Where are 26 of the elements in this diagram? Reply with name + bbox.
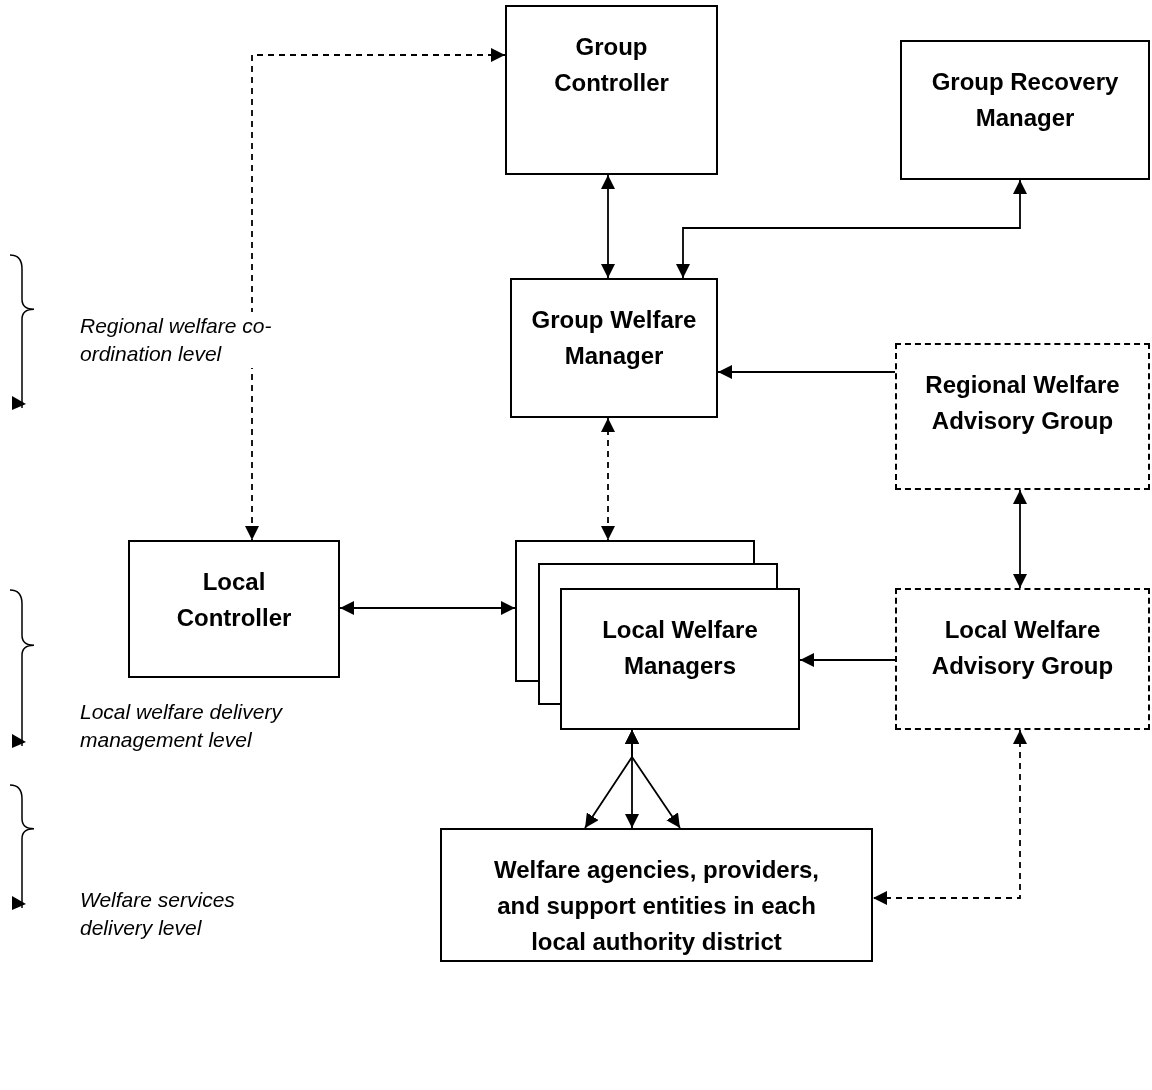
- connector-arrow: [676, 179, 1027, 279]
- connector-arrow: [717, 365, 896, 379]
- connector-arrow: [1013, 489, 1027, 589]
- role-box: [128, 540, 340, 678]
- role-title: Local Welfare Managers: [601, 615, 759, 681]
- role-title: Group Welfare Manager: [530, 305, 698, 371]
- role-box: [440, 828, 873, 962]
- connector-arrow: [799, 653, 896, 667]
- role-box: [895, 588, 1150, 730]
- connector-arrow: [625, 729, 681, 829]
- connector-arrow: [601, 417, 615, 541]
- role-box: [900, 40, 1150, 180]
- role-box: [505, 5, 718, 175]
- connector-arrow: [245, 48, 506, 541]
- role-title: Local Welfare Advisory Group: [930, 615, 1115, 681]
- role-box: [895, 343, 1150, 490]
- role-box: [560, 588, 800, 730]
- role-title: Group Controller: [553, 32, 670, 98]
- role-title: Group Recovery Manager: [930, 67, 1120, 133]
- connector-arrow: [339, 601, 516, 615]
- role-title: Regional Welfare Advisory Group: [924, 370, 1121, 436]
- role-title: Welfare agencies, providers, and support entities in each local authority district: [493, 855, 820, 957]
- connector-arrow: [872, 729, 1027, 905]
- role-box: [510, 278, 718, 418]
- role-title: Local Controller: [175, 567, 293, 633]
- connector-arrow: [601, 174, 615, 279]
